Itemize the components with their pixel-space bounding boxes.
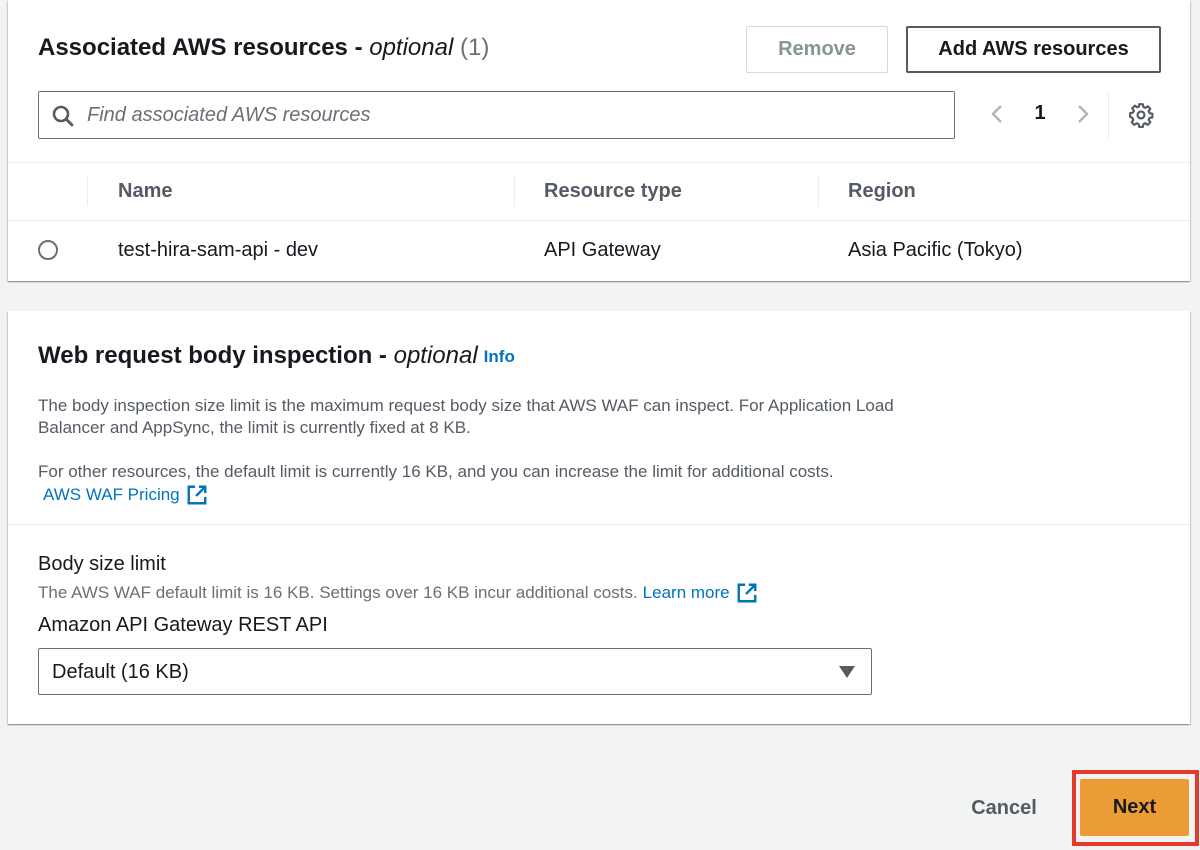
highlight-annotation [1072,770,1199,846]
heading-optional: optional [393,342,478,369]
column-header-name[interactable]: Name [118,180,173,202]
body-size-limit-description: The AWS WAF default limit is 16 KB. Sett… [38,582,758,604]
description-paragraph: The body inspection size limit is the ma… [38,396,894,437]
resource-name: test-hira-sam-api - dev [118,239,319,261]
heading-text: Associated AWS resources - [38,34,370,61]
caret-down-icon [839,666,855,678]
body-inspection-panel: Web request body inspection - optional In… [8,311,1190,724]
remove-button[interactable]: Remove [746,26,888,73]
body-size-select[interactable]: Default (16 KB) [38,648,872,695]
resource-search-field[interactable] [38,91,955,139]
column-header-resource-type[interactable]: Resource type [544,180,682,202]
chevron-left-icon[interactable] [986,102,1010,126]
table-row-divider [8,220,1190,221]
pager-divider [1108,92,1109,138]
body-inspection-heading: Web request body inspection - optional In… [38,342,515,370]
external-link-icon [187,485,207,505]
section-divider [8,524,1190,525]
size-description-text: The AWS WAF default limit is 16 KB. Sett… [38,583,638,602]
associated-resources-heading: Associated AWS resources - optional (1) [38,34,489,62]
heading-text: Web request body inspection - [38,342,394,369]
table-border [8,162,1190,163]
external-link-icon [737,583,757,603]
row-select-radio[interactable] [38,240,58,260]
gear-icon[interactable] [1128,102,1154,128]
column-separator [514,176,515,206]
column-separator [87,176,88,206]
info-link[interactable]: Info [483,347,515,366]
waf-pricing-link[interactable]: AWS WAF Pricing [43,484,208,506]
learn-more-link[interactable]: Learn more [643,582,758,604]
resource-type: API Gateway [544,239,661,261]
chevron-right-icon[interactable] [1070,102,1094,126]
resource-region: Asia Pacific (Tokyo) [848,239,1023,261]
waf-pricing-link-label[interactable]: AWS WAF Pricing [43,485,180,504]
body-size-limit-label: Body size limit [38,553,166,575]
resource-count: (1) [453,34,490,61]
api-gateway-label: Amazon API Gateway REST API [38,614,328,636]
selected-value: Default (16 KB) [52,661,189,683]
description-paragraph: For other resources, the default limit i… [38,462,834,481]
search-icon [52,105,74,127]
search-input[interactable] [87,92,947,138]
column-header-region[interactable]: Region [848,180,916,202]
add-aws-resources-button[interactable]: Add AWS resources [906,26,1161,73]
learn-more-label[interactable]: Learn more [642,583,730,602]
cancel-button[interactable]: Cancel [971,796,1037,819]
column-separator [818,176,819,206]
heading-optional: optional [369,34,454,61]
page-number[interactable]: 1 [1034,102,1046,124]
next-button[interactable]: Next [1080,779,1189,836]
associated-resources-panel: Associated AWS resources - optional (1) … [8,0,1190,281]
